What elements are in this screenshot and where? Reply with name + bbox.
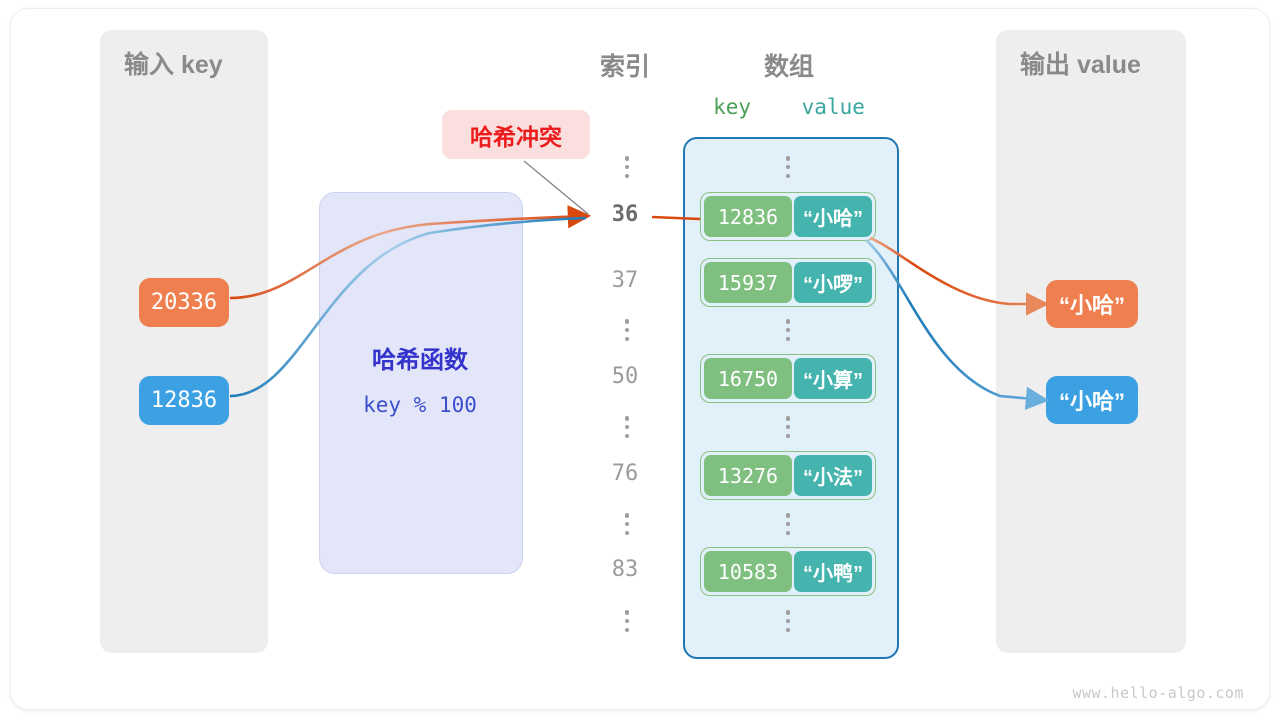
output-value-chip[interactable]: “小哈” [1046, 280, 1138, 328]
input-panel-title: 输入 key [124, 51, 223, 79]
cell-key: 10583 [704, 551, 792, 592]
hash-function-box [319, 192, 523, 574]
index-ellipsis [620, 513, 634, 535]
output-panel-title: 输出 value [1020, 51, 1141, 79]
array-ellipsis [781, 610, 795, 632]
cell-key: 13276 [704, 455, 792, 496]
index-ellipsis [620, 156, 634, 178]
key-header-label: key [713, 95, 752, 119]
cell-key: 16750 [704, 358, 792, 399]
cell-value: “小算” [794, 358, 872, 399]
collision-leader-line [523, 160, 589, 215]
index-ellipsis [620, 610, 634, 632]
array-index-label: 37 [611, 268, 639, 293]
key-value-header: key value [683, 95, 895, 119]
array-index-label: 50 [611, 364, 639, 389]
index-column-header: 索引 [599, 53, 650, 81]
array-index-label: 76 [611, 461, 639, 486]
input-key-chip[interactable]: 20336 [139, 278, 229, 327]
cell-value: “小哈” [794, 196, 872, 237]
cell-value: “小鸭” [794, 551, 872, 592]
array-ellipsis [781, 513, 795, 535]
hash-function-expression: key % 100 [363, 393, 477, 417]
cell-key: 12836 [704, 196, 792, 237]
array-cell[interactable]: 13276“小法” [700, 451, 876, 500]
cell-value: “小啰” [794, 262, 872, 303]
array-cell[interactable]: 15937“小啰” [700, 258, 876, 307]
index-ellipsis [620, 319, 634, 341]
input-panel [100, 30, 268, 653]
output-panel [996, 30, 1186, 653]
output-value-chip[interactable]: “小哈” [1046, 376, 1138, 424]
collision-badge: 哈希冲突 [442, 110, 590, 159]
array-ellipsis [781, 416, 795, 438]
array-ellipsis [781, 156, 795, 178]
watermark: www.hello-algo.com [1072, 684, 1244, 702]
array-ellipsis [781, 319, 795, 341]
array-cell[interactable]: 16750“小算” [700, 354, 876, 403]
input-key-chip[interactable]: 12836 [139, 376, 229, 425]
index-ellipsis [620, 416, 634, 438]
value-header-label: value [801, 95, 865, 119]
array-cell[interactable]: 10583“小鸭” [700, 547, 876, 596]
array-index-label: 83 [611, 557, 639, 582]
array-index-label: 36 [611, 202, 639, 227]
cell-value: “小法” [794, 455, 872, 496]
array-column-header: 数组 [763, 53, 814, 81]
cell-key: 15937 [704, 262, 792, 303]
hash-function-title: 哈希函数 [372, 347, 468, 374]
array-cell[interactable]: 12836“小哈” [700, 192, 876, 241]
